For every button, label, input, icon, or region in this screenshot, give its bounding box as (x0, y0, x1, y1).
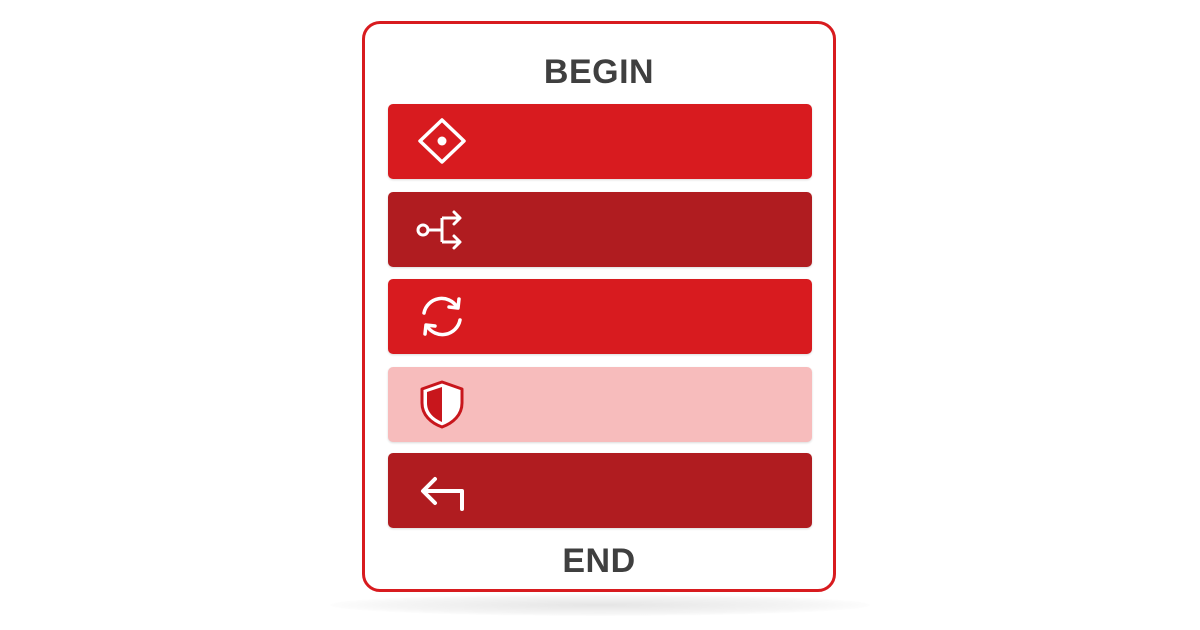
step-bar-3 (388, 279, 812, 354)
refresh-cycle-icon (412, 291, 472, 341)
end-label: END (562, 542, 636, 580)
branch-split-icon (412, 204, 472, 254)
step-bar-2 (388, 192, 812, 267)
step-bar-5 (388, 453, 812, 528)
begin-label: BEGIN (543, 53, 655, 91)
step-bar-4 (388, 367, 812, 442)
process-card: BEGIN (362, 21, 836, 592)
return-arrow-icon (412, 465, 472, 515)
card-shadow (330, 594, 870, 616)
shield-icon (412, 379, 472, 429)
diamond-target-icon (412, 116, 472, 166)
step-bar-1 (388, 104, 812, 179)
